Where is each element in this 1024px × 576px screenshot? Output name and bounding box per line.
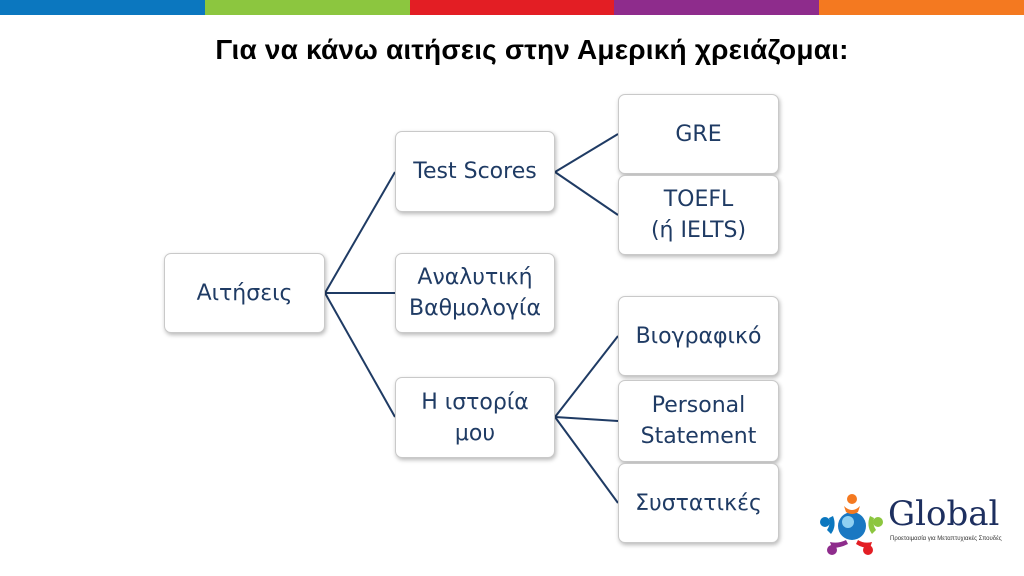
- node-applications: Αιτήσεις: [164, 253, 325, 333]
- color-bar-blue: [0, 0, 205, 15]
- logo-subtitle: Προετοιμασία για Μεταπτυχιακές Σπουδές: [890, 536, 1002, 542]
- node-toefl: TOEFL (ή IELTS): [618, 175, 779, 255]
- global-logo: Global Προετοιμασία για Μεταπτυχιακές Σπ…: [818, 492, 1002, 558]
- node-test-scores: Test Scores: [395, 131, 555, 212]
- node-grading: Αναλυτική Βαθμολογία: [395, 253, 555, 333]
- connector-test-scores-gre: [554, 133, 619, 173]
- node-references: Συστατικές: [618, 463, 779, 543]
- node-cv: Βιογραφικό: [618, 296, 779, 376]
- node-my-story: Η ιστορία μου: [395, 377, 555, 458]
- connector-story-references: [554, 416, 619, 504]
- connector-root-test-scores: [324, 171, 396, 294]
- node-personal-statement: Personal Statement: [618, 380, 779, 462]
- logo-name: Global: [888, 494, 1000, 534]
- top-color-bar: [0, 0, 1024, 15]
- connector-root-story: [324, 292, 396, 418]
- connector-story-statement: [554, 416, 619, 422]
- color-bar-orange: [819, 0, 1024, 15]
- connector-test-scores-toefl: [554, 171, 619, 216]
- node-gre: GRE: [618, 94, 779, 174]
- color-bar-red: [409, 0, 615, 15]
- color-bar-purple: [614, 0, 820, 15]
- slide-title: Για να κάνω αιτήσεις στην Αμερική χρειάζ…: [215, 34, 849, 65]
- globe-people-icon: [820, 494, 883, 555]
- connector-story-cv: [554, 335, 619, 418]
- color-bar-green: [204, 0, 410, 15]
